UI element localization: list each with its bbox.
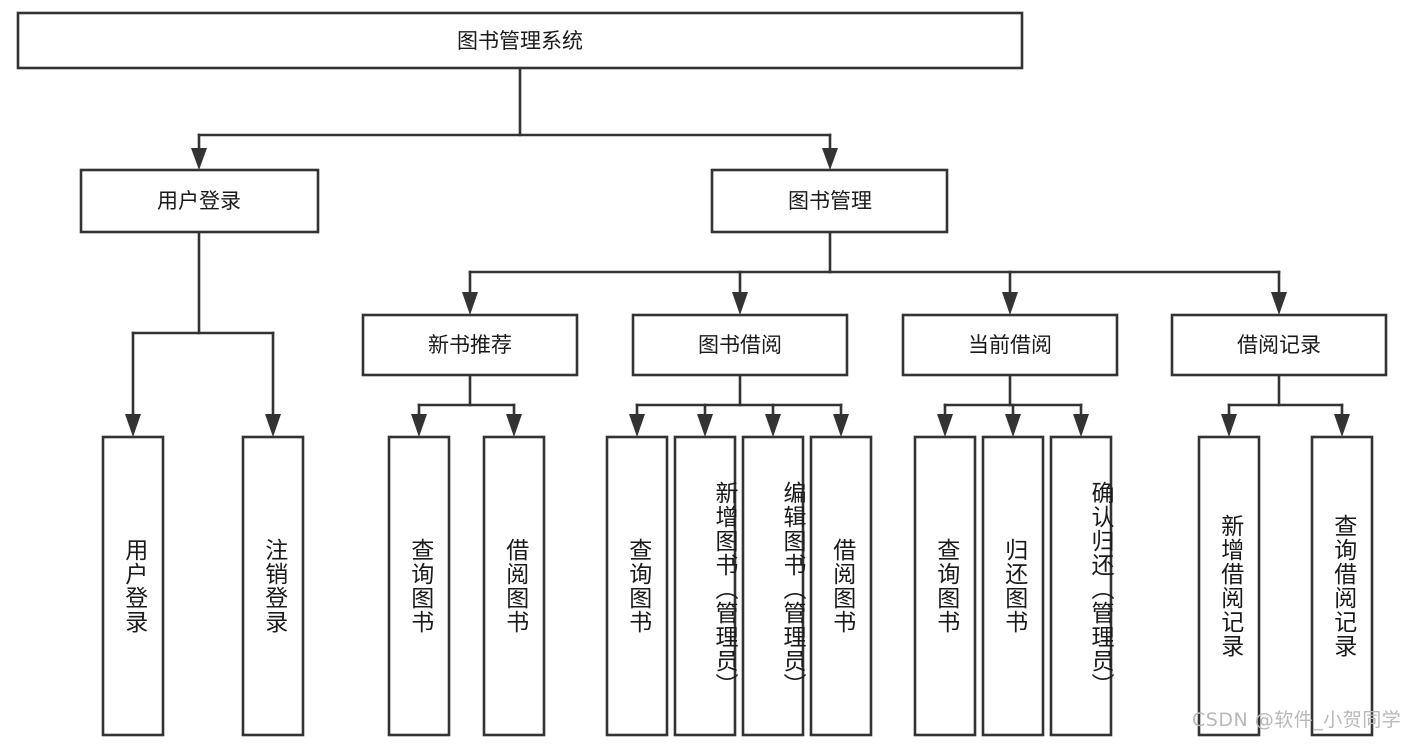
arrow-head-leaf-query-book-1 [411, 414, 427, 437]
leaf-box-query-record[interactable] [1310, 435, 1374, 737]
arrow-head-leaf-confirm-return [1073, 414, 1089, 437]
leaf-box-edit-book[interactable] [741, 435, 805, 737]
leaf-box-add-book[interactable] [673, 435, 737, 737]
node-borrow-record[interactable]: 借阅记录 [1170, 313, 1388, 377]
leaf-box-borrow-book-2[interactable] [809, 435, 873, 737]
node-borrow-record-box [1170, 313, 1388, 377]
node-user-login-label: 用户登录 [157, 189, 241, 213]
node-book-manage[interactable]: 图书管理 [710, 168, 949, 234]
arrow-head-leaf-query-record [1334, 414, 1350, 437]
node-current-borrow-box [901, 313, 1119, 377]
leaf-box-return-book[interactable] [981, 435, 1045, 737]
node-user-login-box [79, 168, 320, 234]
node-book-manage-box [710, 168, 949, 234]
leaf-box-confirm-return[interactable] [1049, 435, 1113, 737]
arrow-head-leaf-add-record [1221, 414, 1237, 437]
arrow-head-leaf-query-book-3 [937, 414, 953, 437]
node-book-borrow-label: 图书借阅 [698, 333, 782, 357]
leaf-box-group [101, 435, 1374, 737]
arrow-head-leaf-user-login [125, 414, 141, 437]
arrow-head-new-book-rec [462, 292, 478, 315]
leaf-box-query-book-1[interactable] [387, 435, 451, 737]
arrow-head-leaf-borrow-book-1 [506, 414, 522, 437]
arrow-head-leaf-borrow-book-2 [833, 414, 849, 437]
arrow-head-leaf-return-book [1005, 414, 1021, 437]
node-book-borrow[interactable]: 图书借阅 [631, 313, 849, 377]
connector-group [125, 66, 1350, 437]
csdn-watermark: CSDN @软件_小贺同学 [1192, 709, 1402, 731]
arrow-head-current-borrow [1002, 292, 1018, 315]
node-user-login[interactable]: 用户登录 [79, 168, 320, 234]
node-root[interactable]: 图书管理系统 [16, 11, 1024, 70]
node-new-book-rec-label: 新书推荐 [428, 333, 512, 357]
node-current-borrow-label: 当前借阅 [968, 333, 1052, 357]
leaf-box-add-record[interactable] [1197, 435, 1261, 737]
node-current-borrow[interactable]: 当前借阅 [901, 313, 1119, 377]
arrow-head-borrow-record [1271, 292, 1287, 315]
arrow-head-book-borrow [732, 292, 748, 315]
node-book-manage-label: 图书管理 [788, 189, 872, 213]
node-root-box [16, 11, 1024, 70]
leaf-box-user-logout[interactable] [241, 435, 305, 737]
leaf-box-borrow-book-1[interactable] [482, 435, 546, 737]
leaf-box-query-book-3[interactable] [913, 435, 977, 737]
arrow-head-leaf-edit-book [765, 414, 781, 437]
arrow-head-leaf-add-book [697, 414, 713, 437]
node-new-book-rec[interactable]: 新书推荐 [361, 313, 579, 377]
arrow-head-user-login [191, 148, 207, 170]
node-borrow-record-label: 借阅记录 [1237, 333, 1321, 357]
leaf-box-user-login[interactable] [101, 435, 165, 737]
node-book-borrow-box [631, 313, 849, 377]
node-root-label: 图书管理系统 [457, 29, 583, 53]
leaf-box-query-book-2[interactable] [605, 435, 669, 737]
arrow-head-book-manage [822, 148, 838, 170]
arrow-head-leaf-user-logout [265, 414, 281, 437]
node-new-book-rec-box [361, 313, 579, 377]
arrow-head-leaf-query-book-2 [629, 414, 645, 437]
